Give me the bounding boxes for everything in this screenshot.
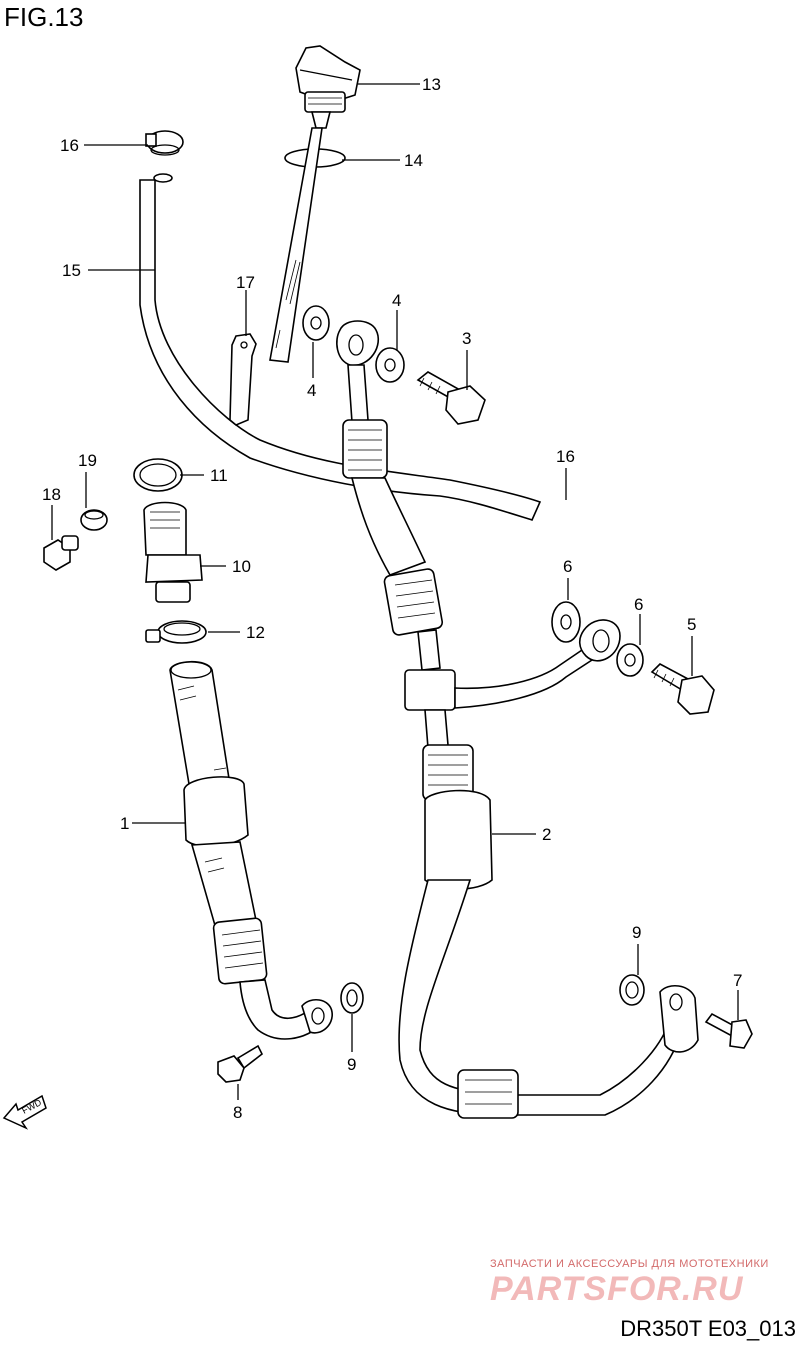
washer-part	[375, 347, 405, 383]
watermark-logo: PARTSFOR.RU	[490, 1270, 744, 1308]
callout-14: 14	[404, 151, 423, 170]
callout-6-left: 6	[563, 557, 572, 576]
gasket-part	[340, 982, 364, 1014]
oil-hose-1-part	[169, 660, 333, 1040]
dipstick-part	[269, 127, 323, 363]
fwd-arrow-icon: FWD	[2, 1094, 47, 1130]
callout-16-right: 16	[556, 447, 575, 466]
figure-title: FIG.13	[4, 2, 84, 32]
callout-12: 12	[246, 623, 265, 642]
callout-2: 2	[542, 825, 551, 844]
callout-4-right: 4	[392, 291, 401, 310]
figure-code: DR350T E03_013	[620, 1316, 796, 1341]
callout-3: 3	[462, 329, 471, 348]
hose-clamp-part	[145, 130, 184, 156]
washer-part	[302, 305, 330, 341]
callout-18: 18	[42, 485, 61, 504]
callout-5: 5	[687, 615, 696, 634]
callout-9-right: 9	[632, 923, 641, 942]
gasket-part	[619, 974, 645, 1006]
callout-7: 7	[733, 971, 742, 990]
hose-joint-part	[143, 501, 203, 603]
callout-17: 17	[236, 273, 255, 292]
callout-13: 13	[422, 75, 441, 94]
union-bolt-part	[416, 371, 486, 425]
callout-16-top: 16	[60, 136, 79, 155]
bracket-part	[229, 333, 257, 426]
washer-part	[551, 601, 581, 643]
leader-lines	[51, 83, 739, 1100]
clamp-part	[145, 620, 207, 644]
callout-11: 11	[210, 466, 228, 485]
clamp-part	[80, 509, 108, 531]
union-bolt-part	[650, 663, 715, 715]
callout-15: 15	[62, 261, 81, 280]
callout-19: 19	[78, 451, 97, 470]
washer-part	[616, 643, 644, 677]
callout-6-right: 6	[634, 595, 643, 614]
callout-8: 8	[233, 1103, 242, 1122]
watermark-tagline: ЗАПЧАСТИ И АКСЕССУАРЫ ДЛЯ МОТОТЕХНИКИ	[490, 1258, 769, 1270]
filler-cap-part	[295, 45, 361, 129]
callout-4-left: 4	[307, 381, 316, 400]
oil-hose-2-part	[336, 320, 699, 1119]
callout-10: 10	[232, 557, 251, 576]
bolt-part	[704, 1012, 753, 1049]
callout-9-left: 9	[347, 1055, 356, 1074]
bolt-part	[217, 1044, 264, 1083]
callout-1: 1	[120, 814, 129, 833]
breather-hose-part	[139, 179, 542, 521]
bolt-part	[43, 535, 79, 571]
